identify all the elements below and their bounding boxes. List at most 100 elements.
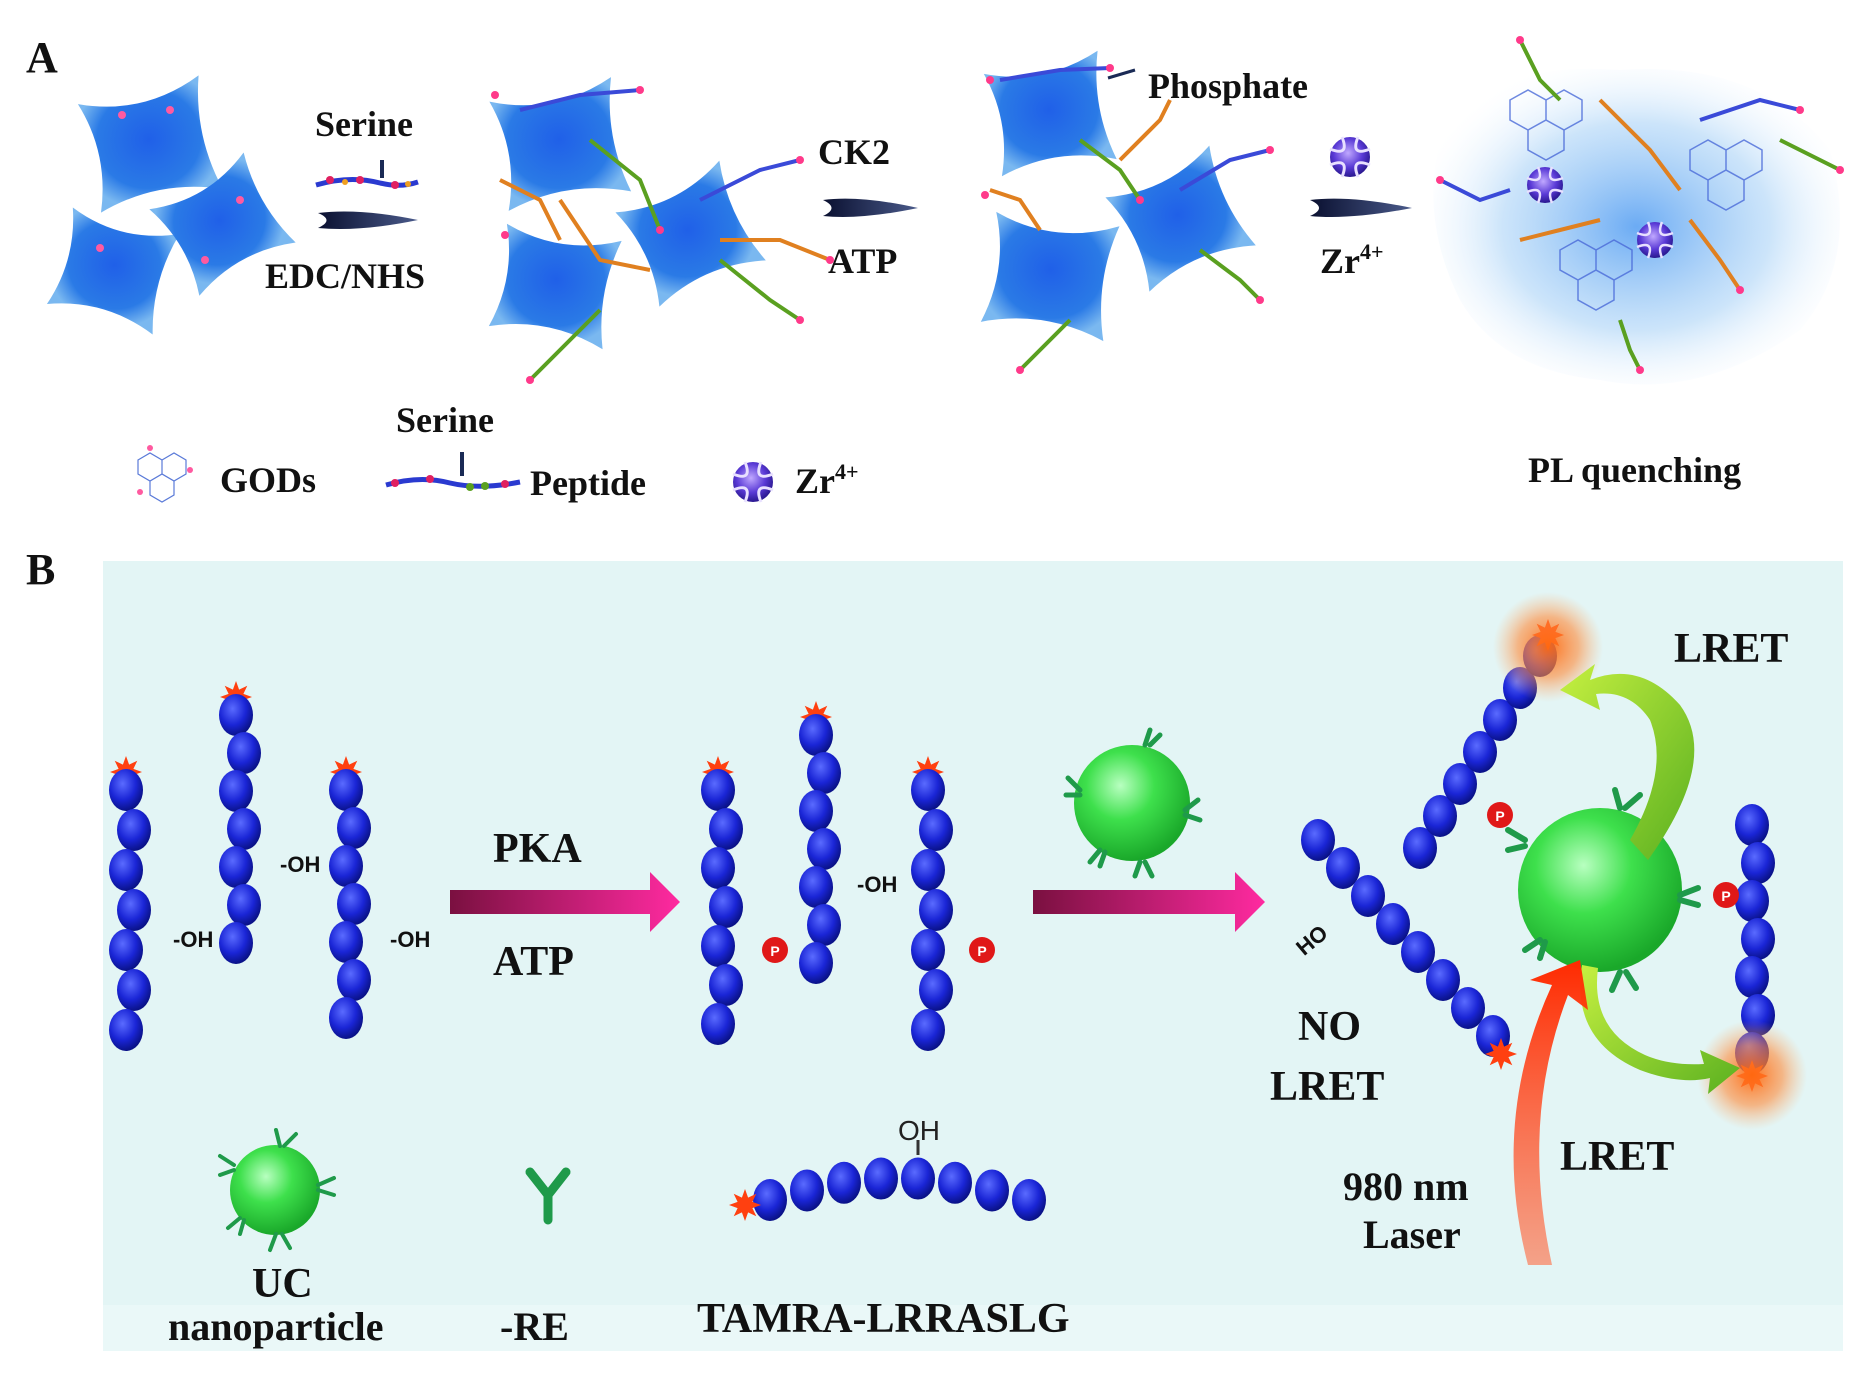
- emission-glow-bottom: [1697, 1020, 1807, 1130]
- legend-uc-label-1: UC: [252, 1261, 313, 1307]
- oh-label-2: -OH: [280, 852, 320, 877]
- peptide-chain-4-bead: [709, 808, 743, 850]
- pl-quenching-label: PL quenching: [1528, 450, 1741, 490]
- peptide-chain-3-bead: [329, 769, 363, 811]
- arrow-step3: [1310, 198, 1412, 217]
- peptide-chain-bound-top-bead: [1443, 763, 1477, 805]
- tamra-chain-bead: [938, 1161, 972, 1204]
- panel-a-label: A: [26, 33, 58, 82]
- oh-label-1: -OH: [173, 927, 213, 952]
- peptide-chain-5-bead: [799, 942, 833, 984]
- peptide-chain-6-bead: [919, 969, 953, 1011]
- peptide-chain-3-bead: [337, 883, 371, 925]
- tamra-oh-label: OH: [898, 1115, 940, 1146]
- legend-peptide-label: Peptide: [530, 463, 646, 503]
- peptide-chain-3-bead: [329, 997, 363, 1039]
- phospho-group-2: P: [969, 937, 995, 963]
- peptide-chain-2-bead: [219, 770, 253, 812]
- peptide-chain-1-bead: [109, 849, 143, 891]
- lret-label-top: LRET: [1674, 626, 1788, 672]
- tamra-chain-bead: [1012, 1179, 1046, 1221]
- peptide-chain-no-lret-bead: [1376, 903, 1410, 945]
- peptide-chain-no-lret-bead: [1451, 987, 1485, 1029]
- emission-glow-top: [1493, 592, 1603, 702]
- peptide-chain-3-bead: [337, 807, 371, 849]
- atp-label-a: ATP: [828, 241, 897, 281]
- legend-re-label: -RE: [500, 1304, 569, 1349]
- peptide-chain-no-lret-fluorophore: [1485, 1038, 1517, 1070]
- lret-label-bottom: LRET: [1560, 1134, 1674, 1180]
- quantum-dot-peptide-group: [488, 77, 834, 384]
- peptide-chain-1-bead: [117, 809, 151, 851]
- panel-b-label: B: [26, 545, 55, 594]
- peptide-chain-4-bead: [701, 847, 735, 889]
- peptide-chain-3-bead: [329, 845, 363, 887]
- peptide-chain-bound-right-bead: [1735, 956, 1769, 998]
- legend-tamra-label: TAMRA-LRRASLG: [697, 1296, 1070, 1342]
- pka-label: PKA: [493, 826, 582, 872]
- receptor-legend-icon: [525, 1167, 571, 1225]
- binding-arrow: [1033, 872, 1265, 932]
- peptide-chain-1-bead: [117, 889, 151, 931]
- uc-nanoparticle-mid: [1063, 727, 1203, 879]
- peptide-chain-2-bead: [227, 884, 261, 926]
- peptide-chain-5-bead: [807, 828, 841, 870]
- tamra-peptide-legend-icon: [729, 1157, 1046, 1221]
- serine-peptide-icon: [315, 160, 419, 189]
- no-lret-label-1: NO: [1298, 1004, 1361, 1050]
- phospho-4-text: P: [1721, 888, 1730, 904]
- peptide-legend-icon: [385, 452, 521, 491]
- laser-label-1: 980 nm: [1343, 1164, 1469, 1209]
- pka-arrow: [450, 872, 680, 932]
- peptide-chain-2-bead: [227, 732, 261, 774]
- peptide-chain-no-lret-bead: [1401, 931, 1435, 973]
- peptide-chain-3-bead: [337, 959, 371, 1001]
- laser-label-2: Laser: [1363, 1212, 1461, 1257]
- tamra-chain-bead: [901, 1157, 935, 1200]
- peptide-chain-5-bead: [799, 790, 833, 832]
- peptide-chain-4: [701, 756, 743, 1045]
- peptide-chain-bound-right: [1735, 804, 1775, 1074]
- peptide-chain-5-bead: [799, 714, 833, 756]
- peptide-chain-2: [219, 681, 261, 964]
- tamra-chain-bead: [864, 1157, 898, 1200]
- peptide-chain-bound-top-bead: [1403, 827, 1437, 869]
- phospho-group-3: P: [1487, 802, 1513, 828]
- ck2-label: CK2: [818, 132, 890, 172]
- legend-uc-label-2: nanoparticle: [168, 1304, 384, 1349]
- tamra-chain-bead: [827, 1161, 861, 1204]
- tamra-chain-bead: [753, 1179, 787, 1221]
- zr-label-a: Zr4+: [1320, 239, 1384, 281]
- arrow-step1: [318, 211, 418, 229]
- phosphate-pointer: [1107, 68, 1136, 80]
- peptide-chain-1-bead: [109, 1009, 143, 1051]
- peptide-chain-2-bead: [219, 922, 253, 964]
- peptide-chain-6: [911, 756, 953, 1051]
- peptide-chain-bound-top-bead: [1483, 699, 1517, 741]
- zr-charge: 4+: [1360, 239, 1384, 264]
- peptide-chain-1: [109, 756, 151, 1051]
- uc-nanoparticle-legend-icon: [218, 1128, 336, 1252]
- peptide-chain-4-bead: [701, 1003, 735, 1045]
- peptide-chain-no-lret: [1301, 819, 1517, 1070]
- peptide-chain-3: [329, 756, 371, 1039]
- oh-label-4: -OH: [857, 872, 897, 897]
- tamra-chain-bead: [975, 1169, 1009, 1212]
- arrow-step2: [823, 198, 918, 217]
- peptide-chain-no-lret-bead: [1301, 819, 1335, 861]
- peptide-chain-bound-right-bead: [1741, 918, 1775, 960]
- peptide-chain-5-bead: [799, 866, 833, 908]
- no-lret-label-2: LRET: [1270, 1064, 1384, 1110]
- lret-arrow-bottom: [1580, 965, 1740, 1094]
- phospho-2-text: P: [977, 943, 986, 959]
- peptide-chain-2-bead: [219, 846, 253, 888]
- phospho-group-1: P: [762, 937, 788, 963]
- phospho-group-4: P: [1713, 882, 1739, 908]
- peptide-chain-2-bead: [227, 808, 261, 850]
- phosphorylated-quantum-dot-group: [980, 50, 1274, 374]
- peptide-chain-6-bead: [911, 849, 945, 891]
- peptide-chain-5-bead: [807, 904, 841, 946]
- legend-zr-charge: 4+: [835, 459, 859, 484]
- tamra-chain-fluorophore: [729, 1189, 761, 1221]
